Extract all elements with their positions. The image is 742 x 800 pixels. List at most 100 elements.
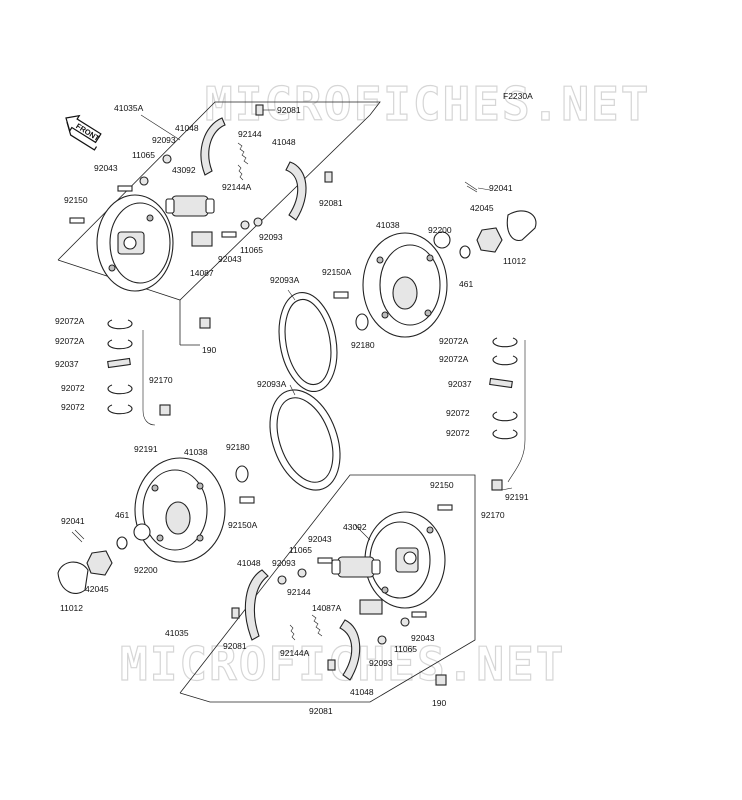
upper-oring-92180 (355, 313, 369, 331)
label-92150-a: 92150 (64, 195, 88, 205)
label-92072-1: 92072 (61, 383, 85, 393)
right-plate-92037 (489, 377, 513, 389)
label-92144A-b: 92144A (280, 648, 310, 658)
label-92150A-a: 92150A (322, 267, 352, 277)
label-92144-a: 92144 (238, 129, 262, 139)
lower-wheel-cylinder (331, 556, 381, 578)
upper-brake-shoe-left (200, 117, 226, 176)
left-clamp-92072-1 (107, 384, 133, 395)
label-92180-a: 92180 (351, 340, 375, 350)
upper-right-drum (362, 232, 448, 338)
label-92170-a: 92170 (149, 375, 173, 385)
left-bolt-92170 (159, 404, 171, 416)
label-41038-b: 41038 (184, 447, 208, 457)
label-41048-b: 41048 (272, 137, 296, 147)
lower-bolt-92150 (437, 504, 453, 511)
upper-bolt-92150 (69, 217, 85, 224)
label-92081-d: 92081 (309, 706, 333, 716)
label-11065-c: 11065 (289, 545, 312, 555)
upper-nut-42045 (476, 227, 503, 253)
label-11065-b: 11065 (240, 245, 263, 255)
label-92150-b: 92150 (430, 480, 454, 490)
label-92093A-a: 92093A (270, 275, 300, 285)
label-92150A-b: 92150A (228, 520, 258, 530)
lower-clip-92081-a (231, 607, 240, 619)
label-92037-b: 92037 (448, 379, 472, 389)
label-43092-a: 43092 (172, 165, 196, 175)
upper-backing-plate (96, 194, 174, 292)
label-190-a: 190 (202, 345, 216, 355)
upper-spring-92144a (237, 164, 244, 181)
label-92072-4: 92072 (446, 428, 470, 438)
label-92081-b: 92081 (319, 198, 343, 208)
label-92093-d: 92093 (369, 658, 393, 668)
upper-brake-shoe-right (285, 161, 307, 221)
left-clamp-92072-2 (107, 404, 133, 415)
lower-cap-11012 (57, 561, 89, 594)
label-92191-a: 92191 (134, 444, 158, 454)
label-41048-c: 41048 (237, 558, 261, 568)
right-bolt-92170 (491, 479, 503, 491)
lower-cap-11065 (297, 568, 307, 578)
watermark-top: MICROFICHES.NET (205, 77, 650, 131)
label-461-a: 461 (459, 279, 473, 289)
label-92093A-b: 92093A (257, 379, 287, 389)
upper-lever-14087 (191, 231, 213, 247)
label-190-b: 190 (432, 698, 446, 708)
label-92093-a: 92093 (152, 135, 176, 145)
label-42045-a: 42045 (470, 203, 494, 213)
upper-wheel-cylinder (165, 195, 215, 217)
label-14087-a: 14087 (190, 268, 214, 278)
label-92043-d: 92043 (411, 633, 435, 643)
left-cable-92191 (142, 330, 156, 426)
label-92144A-a: 92144A (222, 182, 252, 192)
upper-washer-92200 (433, 231, 451, 249)
upper-cotter-pin-92041 (464, 181, 478, 193)
right-clamp-92072-4 (492, 429, 518, 440)
label-92043-a: 92043 (94, 163, 118, 173)
label-92191-b: 92191 (505, 492, 529, 502)
leader-lines (140, 109, 513, 541)
upper-clip-92093 (162, 154, 172, 164)
upper-spring-92144 (237, 142, 249, 165)
lower-clip-92081-b (327, 659, 336, 671)
label-92072-3: 92072 (446, 408, 470, 418)
upper-washer-461 (459, 245, 471, 259)
label-11012-a: 11012 (503, 256, 526, 266)
label-42045-b: 42045 (85, 584, 109, 594)
frame-upper-assembly (57, 101, 381, 301)
upper-clip-92081-b (324, 171, 333, 183)
lower-cotter-pin-92041 (71, 529, 85, 543)
lower-washer-92200 (133, 523, 151, 541)
left-clamp-92072A-1 (107, 319, 133, 330)
left-plate-92037 (107, 357, 131, 369)
label-92072A-4: 92072A (439, 354, 469, 364)
right-cable-92191 (507, 340, 526, 483)
upper-clip-92081-a (255, 104, 264, 116)
label-461-b: 461 (115, 510, 129, 520)
label-14087A-a: 14087A (312, 603, 342, 613)
label-11065-d: 11065 (394, 644, 417, 654)
label-41038-a: 41038 (376, 220, 400, 230)
label-92081-a: 92081 (277, 105, 301, 115)
label-92170-b: 92170 (481, 510, 505, 520)
label-92093-b: 92093 (259, 232, 283, 242)
lower-clip-92093 (277, 575, 287, 585)
label-92200-a: 92200 (428, 225, 452, 235)
label-41048-a: 41048 (175, 123, 199, 133)
label-92093-c: 92093 (272, 558, 296, 568)
label-92180-b: 92180 (226, 442, 250, 452)
label-92200-b: 92200 (134, 565, 158, 575)
lower-left-drum (134, 457, 226, 563)
upper-pin-92043 (117, 185, 133, 192)
label-92043-b: 92043 (218, 254, 242, 264)
label-92144-b: 92144 (287, 587, 311, 597)
label-92072A-1: 92072A (55, 316, 85, 326)
lower-pin-92043-b (411, 611, 427, 618)
front-arrow-icon: FRONT (65, 114, 102, 151)
label-92072A-2: 92072A (55, 336, 85, 346)
label-11065-a: 11065 (132, 150, 155, 160)
lower-bolt-92150A (239, 496, 255, 504)
right-clamp-92072A-3 (492, 337, 518, 348)
lower-backing-plate (364, 511, 446, 609)
